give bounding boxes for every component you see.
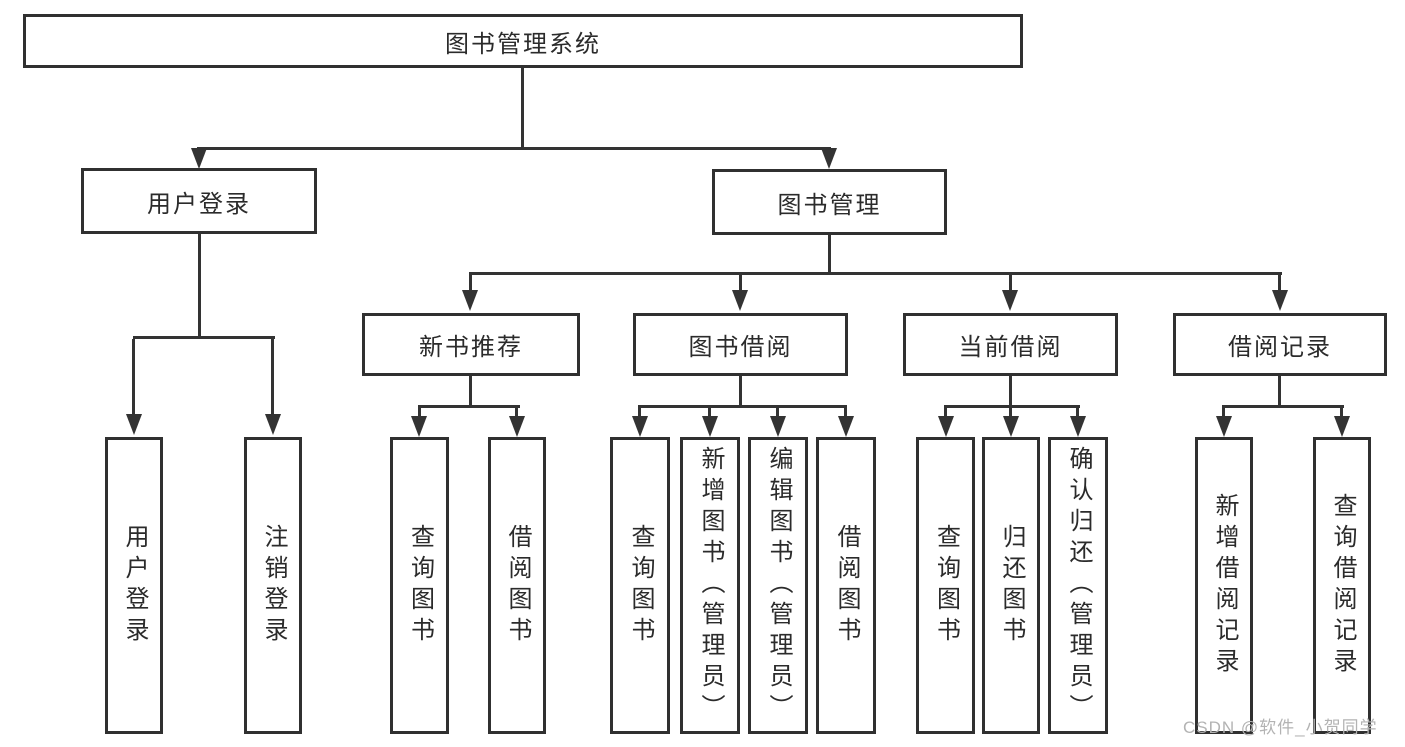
arrow-to-current-borrow bbox=[1002, 290, 1018, 311]
leaf-borrow-add-books-admin: 新增图书（管理员） bbox=[680, 437, 740, 734]
arrow-to-user-login bbox=[191, 148, 207, 169]
leaf-current-confirm-return-admin: 确认归还（管理员） bbox=[1048, 437, 1108, 734]
node-new-book-recommend: 新书推荐 bbox=[362, 313, 580, 376]
leaf-label: 查询图书 bbox=[406, 523, 434, 648]
arrow-to-leaf-logout bbox=[265, 414, 281, 435]
node-label: 当前借阅 bbox=[958, 334, 1063, 361]
connector-leaf-stem bbox=[1009, 408, 1012, 417]
arrow-to-leaf bbox=[770, 416, 786, 437]
connector-book-borrow-stem bbox=[739, 376, 742, 408]
connector-leaf-stem bbox=[1222, 408, 1225, 417]
arrow-to-leaf bbox=[938, 416, 954, 437]
leaf-label: 归还图书 bbox=[998, 523, 1025, 648]
leaf-newbook-query-books: 查询图书 bbox=[390, 437, 449, 734]
connector-leaf-stem bbox=[638, 408, 641, 417]
connector-borrow-records-stem bbox=[1278, 376, 1281, 408]
leaf-logout: 注销登录 bbox=[244, 437, 302, 734]
leaf-borrow-edit-books-admin: 编辑图书（管理员） bbox=[748, 437, 808, 734]
connector-current-borrow-rail bbox=[944, 405, 1080, 408]
connector-leaf-stem bbox=[515, 408, 518, 417]
connector-level2-rail bbox=[197, 147, 831, 150]
connector-leaf-stem bbox=[1076, 408, 1079, 417]
arrow-to-borrow-records bbox=[1272, 290, 1288, 311]
node-label: 图书管理 bbox=[777, 191, 882, 219]
leaf-borrow-borrow-books: 借阅图书 bbox=[816, 437, 876, 734]
arrow-to-book-borrow bbox=[732, 290, 748, 311]
connector-leaf-stem bbox=[776, 408, 779, 417]
leaf-label: 编辑图书（管理员） bbox=[765, 446, 792, 725]
arrow-to-leaf bbox=[838, 416, 854, 437]
node-library-management-system: 图书管理系统 bbox=[23, 14, 1023, 68]
connector-book-borrow-rail bbox=[638, 405, 847, 408]
leaf-newbook-borrow-books: 借阅图书 bbox=[488, 437, 546, 734]
node-book-management: 图书管理 bbox=[712, 169, 947, 235]
leaf-label: 用户登录 bbox=[121, 523, 148, 648]
node-book-borrow: 图书借阅 bbox=[633, 313, 848, 376]
connector-level3-stem bbox=[739, 275, 742, 292]
leaf-label: 确认归还（管理员） bbox=[1065, 446, 1092, 725]
connector-level3-stem bbox=[1009, 275, 1012, 292]
leaf-label: 新增图书（管理员） bbox=[697, 446, 724, 725]
connector-root-stem bbox=[521, 68, 524, 150]
leaf-label: 查询借阅记录 bbox=[1329, 492, 1356, 679]
leaf-label: 借阅图书 bbox=[504, 523, 531, 648]
arrow-to-leaf bbox=[411, 416, 427, 437]
arrow-to-leaf bbox=[1003, 416, 1019, 437]
connector-level3-stem bbox=[1278, 275, 1281, 292]
connector-leaf-stem bbox=[271, 339, 274, 415]
arrow-to-leaf bbox=[1334, 416, 1350, 437]
arrow-to-leaf bbox=[1216, 416, 1232, 437]
connector-new-book-rail bbox=[418, 405, 520, 408]
connector-borrow-records-rail bbox=[1222, 405, 1344, 408]
connector-leaf-stem bbox=[132, 339, 135, 415]
csdn-watermark: CSDN @软件_小贺同学 bbox=[1183, 718, 1378, 737]
arrow-to-leaf bbox=[509, 416, 525, 437]
node-label: 图书借阅 bbox=[688, 334, 793, 361]
arrow-to-leaf bbox=[632, 416, 648, 437]
connector-leaf-stem bbox=[1340, 408, 1343, 417]
connector-current-borrow-stem bbox=[1009, 376, 1012, 408]
leaf-current-return-books: 归还图书 bbox=[982, 437, 1040, 734]
connector-leaf-stem bbox=[708, 408, 711, 417]
leaf-records-add-borrow-record: 新增借阅记录 bbox=[1195, 437, 1253, 734]
connector-book-mgmt-stem bbox=[828, 235, 831, 275]
node-label: 借阅记录 bbox=[1228, 334, 1332, 361]
node-label: 用户登录 bbox=[147, 190, 251, 218]
leaf-user-login: 用户登录 bbox=[105, 437, 163, 734]
node-current-borrow: 当前借阅 bbox=[903, 313, 1118, 376]
leaf-label: 注销登录 bbox=[260, 523, 287, 648]
connector-user-login-stem bbox=[198, 234, 201, 338]
arrow-to-leaf bbox=[702, 416, 718, 437]
node-label: 新书推荐 bbox=[419, 334, 523, 361]
leaf-current-query-books: 查询图书 bbox=[916, 437, 975, 734]
leaf-records-query-borrow-record: 查询借阅记录 bbox=[1313, 437, 1371, 734]
connector-user-login-rail bbox=[133, 336, 275, 339]
arrow-to-leaf-user-login bbox=[126, 414, 142, 435]
node-borrow-records: 借阅记录 bbox=[1173, 313, 1387, 376]
leaf-label: 查询图书 bbox=[627, 523, 654, 648]
leaf-borrow-query-books: 查询图书 bbox=[610, 437, 670, 734]
connector-leaf-stem bbox=[418, 408, 421, 417]
leaf-label: 新增借阅记录 bbox=[1211, 492, 1238, 679]
connector-new-book-stem bbox=[469, 376, 472, 408]
connector-level3-stem bbox=[469, 275, 472, 292]
connector-leaf-stem bbox=[944, 408, 947, 417]
arrow-to-leaf bbox=[1070, 416, 1086, 437]
leaf-label: 查询图书 bbox=[932, 523, 960, 648]
connector-level3-rail bbox=[469, 272, 1282, 275]
node-label: 图书管理系统 bbox=[445, 30, 601, 58]
connector-leaf-stem bbox=[844, 408, 847, 417]
node-user-login: 用户登录 bbox=[81, 168, 317, 234]
arrow-to-book-management bbox=[821, 148, 837, 169]
arrow-to-new-book bbox=[462, 290, 478, 311]
leaf-label: 借阅图书 bbox=[833, 523, 860, 648]
